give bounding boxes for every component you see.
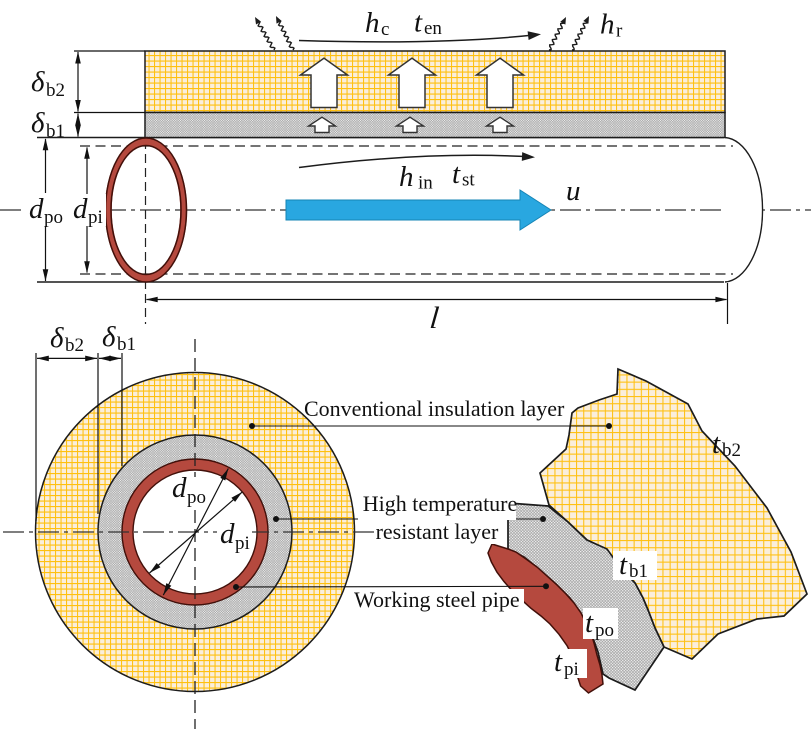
svg-text:b1: b1 [629, 561, 648, 582]
svg-text:b2: b2 [46, 80, 65, 101]
svg-text:d: d [220, 518, 235, 550]
svg-text:po: po [187, 487, 206, 508]
svg-text:t: t [554, 646, 563, 678]
svg-text:po: po [595, 620, 614, 641]
svg-text:po: po [44, 207, 63, 228]
svg-text:d: d [73, 193, 88, 225]
svg-text:h: h [365, 7, 380, 39]
svg-text:b1: b1 [46, 121, 65, 142]
svg-text:δ: δ [31, 107, 45, 139]
svg-text:st: st [462, 170, 475, 191]
svg-text:b2: b2 [722, 440, 741, 461]
svg-text:δ: δ [50, 322, 64, 354]
svg-text:pi: pi [235, 533, 250, 554]
svg-text:Conventional insulation layer: Conventional insulation layer [304, 396, 565, 421]
svg-text:resistant layer: resistant layer [376, 519, 499, 544]
svg-text:c: c [381, 19, 389, 40]
svg-text:t: t [712, 428, 721, 460]
svg-text:u: u [566, 175, 581, 207]
svg-text:l: l [428, 300, 440, 335]
svg-text:δ: δ [102, 321, 116, 353]
svg-text:Working steel pipe: Working steel pipe [354, 587, 520, 612]
svg-text:b2: b2 [65, 335, 84, 356]
svg-text:pi: pi [564, 659, 579, 680]
svg-text:t: t [414, 7, 423, 39]
svg-text:r: r [616, 20, 623, 41]
svg-text:in: in [418, 173, 433, 194]
svg-text:pi: pi [88, 207, 103, 228]
svg-text:h: h [600, 8, 615, 40]
svg-text:δ: δ [31, 66, 45, 98]
svg-text:t: t [452, 158, 461, 190]
svg-text:en: en [424, 18, 442, 39]
svg-text:d: d [29, 193, 44, 225]
svg-text:t: t [585, 607, 594, 639]
svg-text:b1: b1 [117, 334, 136, 355]
svg-text:High temperature: High temperature [363, 491, 518, 516]
svg-text:t: t [619, 549, 628, 581]
svg-text:h: h [399, 161, 414, 193]
svg-text:d: d [172, 472, 187, 504]
